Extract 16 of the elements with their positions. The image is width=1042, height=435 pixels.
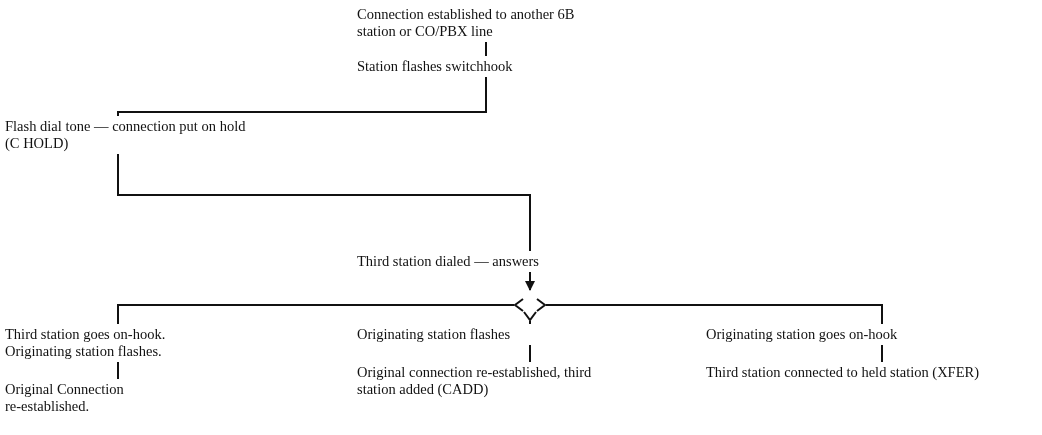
step-text: Third station goes on-hook. Originating station flashes. — [5, 326, 167, 360]
connector-line — [485, 41, 487, 57]
step-text: Connection established to another 6B station or CO/PBX line — [357, 6, 576, 40]
connector-line — [529, 344, 531, 363]
step-text: Originating station goes on-hook — [706, 326, 898, 343]
step-text: Third station connected to held station (XFER) — [706, 364, 980, 381]
connector-line — [117, 153, 531, 252]
connector-line — [881, 344, 883, 363]
step-text: Third station dialed — answers — [357, 253, 539, 270]
connector-line — [117, 361, 119, 380]
step-text: Station flashes switchhook — [357, 58, 513, 75]
connector-line — [117, 76, 487, 117]
step-text: Original connection re-established, third station added (CADD) — [357, 364, 593, 398]
step-text: Originating station flashes — [357, 326, 511, 343]
step-text: Flash dial tone — connection put on hold (C HOLD) — [5, 118, 247, 152]
step-text: Original Connection re-established. — [5, 381, 125, 415]
